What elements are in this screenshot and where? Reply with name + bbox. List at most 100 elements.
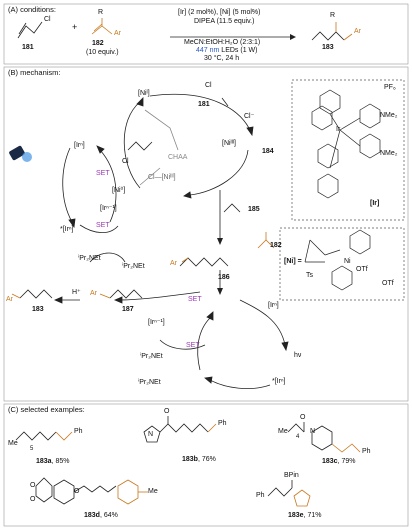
alkene-182-mech-label: 182	[270, 242, 282, 249]
compound-182-label: 182	[92, 40, 104, 47]
ir-star-lower-label: *[Irⁿ]	[272, 378, 286, 385]
ph-183c-label: Ph	[362, 448, 371, 455]
structure-183	[311, 22, 353, 41]
condition-catalysts: [Ir] (2 mol%), [Ni] (5 mol%)	[178, 9, 261, 16]
ts-label: Ts	[306, 272, 313, 279]
dipea-lower-label: ⁱPr₂NEt	[138, 379, 161, 386]
led-lamp-icon	[9, 145, 32, 162]
ni-cycle	[123, 94, 254, 199]
set-left-label: SET	[96, 170, 110, 177]
condition-light: 447 nm LEDs (1 W)	[196, 47, 258, 54]
example-183a	[15, 431, 73, 441]
nme2-top-label: NMe₂	[380, 112, 398, 119]
subscript-5-label: 5	[30, 446, 34, 452]
ar-group-182: Ar	[114, 30, 121, 37]
h-plus-label: H⁺	[72, 289, 81, 296]
set-lower2-label: SET	[186, 342, 200, 349]
radical-186-label: 186	[218, 274, 230, 281]
ar-186-label: Ar	[170, 260, 177, 267]
otf-counter-label: OTf	[382, 280, 394, 287]
product-183-label: 183	[322, 44, 334, 51]
ir-complex-structure	[311, 89, 381, 199]
ni-complex-label: [Ni] =	[284, 258, 302, 265]
ni-atom-label: Ni	[344, 258, 351, 265]
example-183d	[35, 477, 148, 505]
o2-183d-label: O	[30, 496, 36, 503]
example-183d-caption: 183d, 64%	[84, 512, 118, 519]
r-group-183: R	[330, 12, 336, 19]
me-183d-label: Me	[148, 488, 158, 495]
pf6-label: PF₆	[384, 84, 396, 91]
ir-star-left-label: *[Irⁿ]	[60, 226, 74, 233]
bpin-label: BPin	[284, 472, 299, 479]
example-183b	[143, 416, 217, 443]
ir-cycle-lower	[53, 291, 289, 390]
o1-183d-label: O	[30, 482, 36, 489]
chaa-label: CHAA	[168, 154, 188, 161]
me-183a-label: Me	[8, 440, 18, 447]
intermediate-184-label: 184	[262, 148, 274, 155]
cl-tail-label: Cl	[205, 82, 212, 89]
structure-182	[91, 18, 113, 35]
ni-iii-cl-label: Cl—[Niᴵᴵᴵ]	[148, 174, 176, 181]
structure-181	[17, 21, 43, 39]
dipea-rad-left-label: ⁱPr₂NEt	[122, 263, 145, 270]
subscript-4-label: 4	[296, 434, 300, 440]
cl-minus-label: Cl⁻	[244, 113, 255, 120]
ar-187-label: Ar	[90, 290, 97, 297]
condition-solvent: MeCN:EtOH:H₂O (2:3:1)	[184, 39, 261, 46]
r-group-182: R	[98, 9, 104, 16]
condition-base: DIPEA (11.5 equiv.)	[194, 18, 255, 25]
ir-n-left-label: [Irⁿ]	[74, 142, 85, 149]
anion-187	[99, 289, 143, 299]
dipea-left-label: ⁱPr₂NEt	[78, 255, 101, 262]
ni-complex-structure	[304, 229, 371, 291]
ni-0-label: [Ni⁰]	[112, 187, 126, 194]
plus-sign: +	[72, 22, 78, 32]
ir-n1-left-label: [Irⁿ⁻¹]	[100, 205, 117, 212]
ni-i-label: [Niᴵ]	[138, 90, 150, 97]
cl-chain-label: Cl	[122, 158, 129, 165]
section-c-header: (C) selected examples:	[8, 405, 85, 414]
product-183-mech-label: 183	[32, 306, 44, 313]
me-183c-label: Me	[278, 428, 288, 435]
ni-complex-box	[279, 227, 405, 301]
cl-label: Cl	[44, 16, 51, 23]
panel-b-border	[3, 66, 409, 402]
product-183-mech	[11, 289, 53, 299]
section-b-header: (B) mechanism:	[8, 68, 61, 77]
compound-181-label: 181	[22, 44, 34, 51]
otf-bound-label: OTf	[356, 266, 368, 273]
ni-iii-alkyl-label: [Niᴵᴵᴵ]	[222, 140, 237, 147]
ir-atom-label: Ir	[336, 126, 341, 133]
o3-183d-label: O	[74, 488, 80, 495]
radical-185-label: 185	[248, 206, 260, 213]
ar-group-183: Ar	[354, 28, 361, 35]
example-183c	[287, 422, 361, 453]
example-183e-caption: 183e, 71%	[288, 512, 322, 519]
ir-complex-box	[291, 79, 405, 221]
ph-183e-label: Ph	[256, 492, 265, 499]
nme2-bottom-label: NMe₂	[380, 150, 398, 157]
section-a-header: (A) conditions:	[8, 5, 56, 14]
set-lower-label: SET	[188, 296, 202, 303]
anion-187-label: 187	[122, 306, 134, 313]
reagent-181-mech: 181	[198, 101, 210, 108]
condition-temp: 30 °C, 24 h	[204, 55, 240, 62]
ir-complex-label: [Ir]	[370, 200, 380, 207]
ir-n-lower-label: [Irⁿ]	[268, 302, 279, 309]
example-183e	[267, 480, 311, 507]
reaction-arrow-a-head	[290, 34, 296, 40]
ir-n1-lower-label: [Irⁿ⁻¹]	[148, 319, 165, 326]
n-183c-label: N	[310, 428, 316, 435]
hnu-label: hν	[294, 352, 302, 359]
set-left2-label: SET	[96, 222, 110, 229]
ph-183b-label: Ph	[218, 420, 227, 427]
o-183b-label: O	[164, 408, 170, 415]
radical-chain	[179, 190, 275, 295]
example-183b-caption: 183b, 76%	[182, 456, 216, 463]
ar-183-label: Ar	[6, 296, 13, 303]
equiv-label: (10 equiv.)	[86, 49, 119, 56]
panel-c-border	[3, 403, 409, 527]
